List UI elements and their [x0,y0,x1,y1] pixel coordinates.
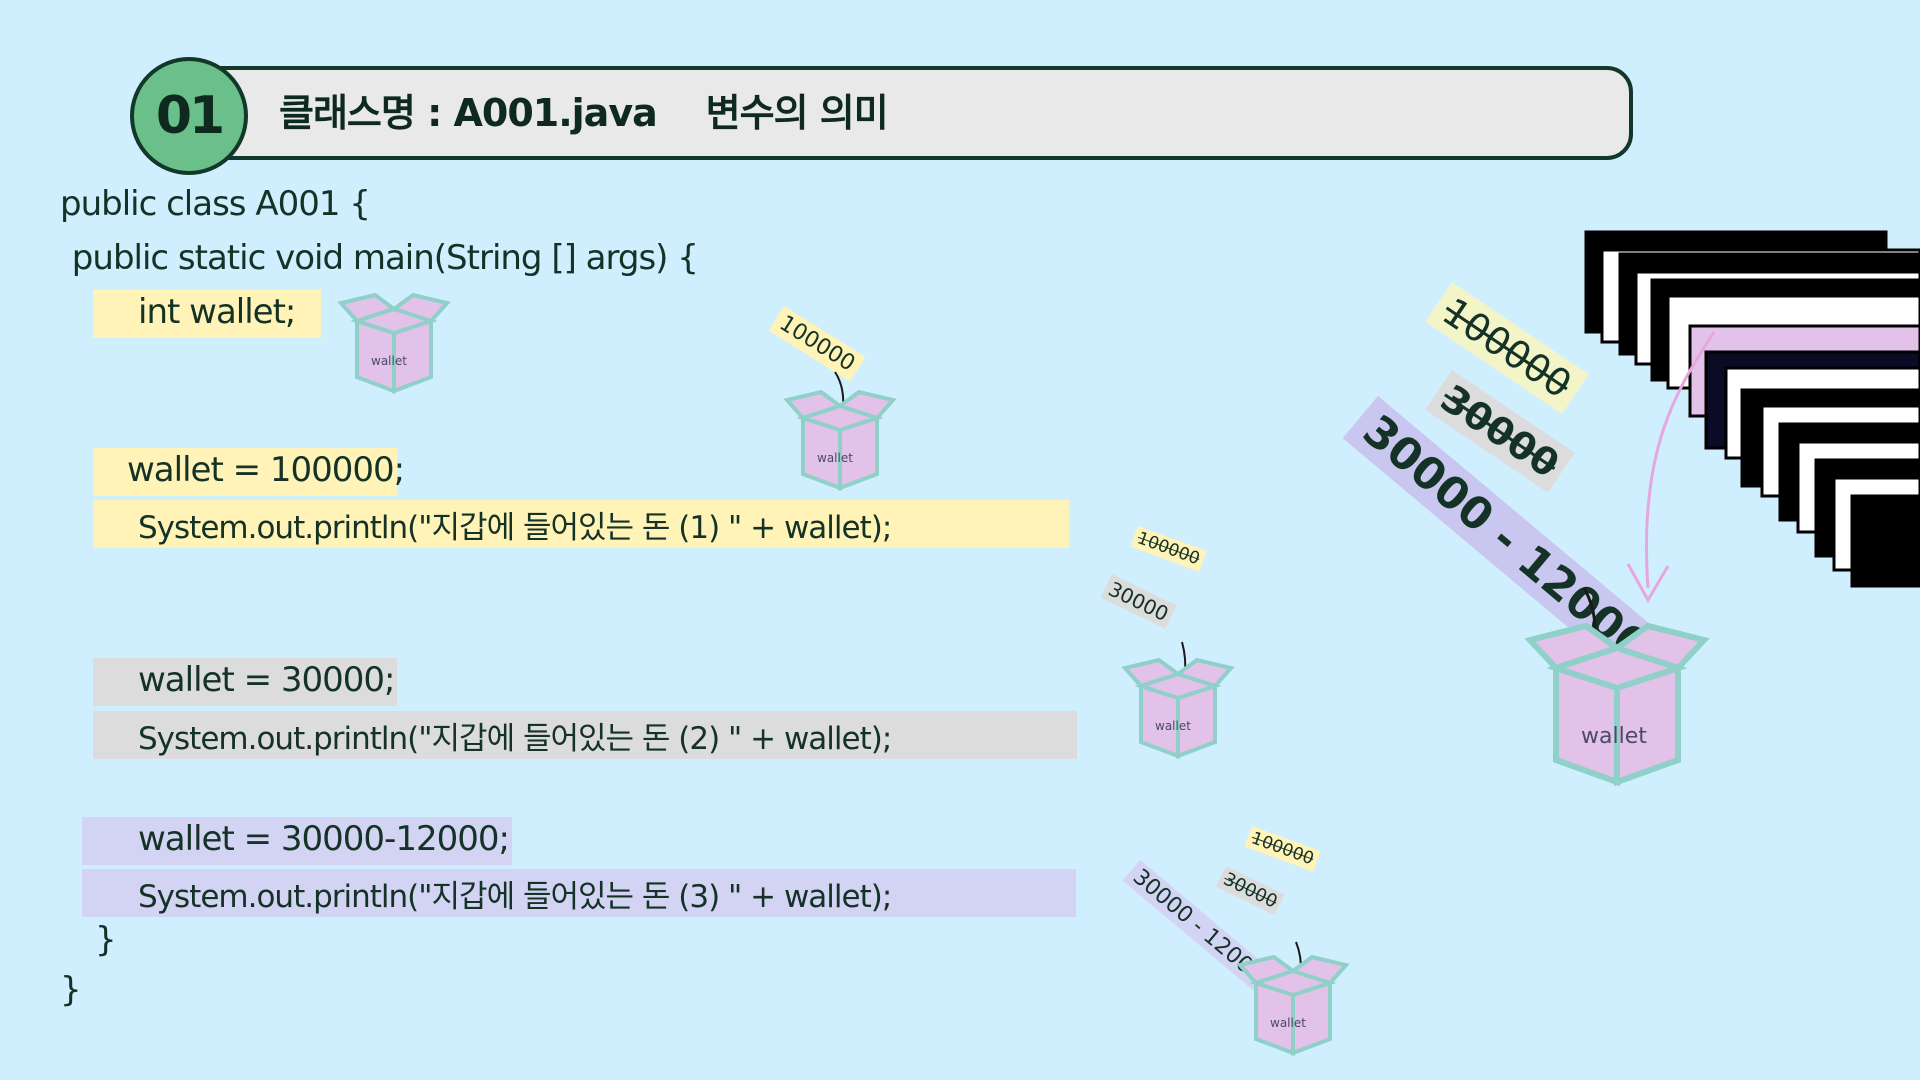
code-line-class: public class A001 { [60,184,371,224]
highlight-declare [93,290,321,338]
section-number: 01 [155,86,225,146]
code-line-assign1: wallet = 100000; [127,450,405,490]
box-label-2: wallet [817,451,853,465]
value-tag-30000-b: 30000 [1100,574,1177,629]
code-line-assign2: wallet = 30000; [138,660,396,700]
value-tag-30000-c: 30000 [1215,866,1285,916]
code-line-assign3: wallet = 30000-12000; [138,819,510,859]
box-label-4: wallet [1270,1016,1306,1030]
box-label-3: wallet [1155,719,1191,733]
box-label-1: wallet [371,354,407,368]
wallet-box-icon-4 [1236,954,1350,1056]
page-title: 클래스명 : A001.java 변수의 의미 [279,91,889,135]
pink-arrow-icon [1626,331,1716,604]
highlight-print1 [93,500,1069,548]
code-line-declare: int wallet; [138,292,296,332]
stacked-layers-illustration [1584,230,1920,588]
value-tag-100000-b: 100000 [1130,526,1207,572]
code-line-print1: System.out.println("지갑에 들어있는 돈 (1) " + w… [138,510,892,546]
highlight-print2 [93,711,1077,759]
highlight-assign3 [82,817,512,865]
code-line-print2: System.out.println("지갑에 들어있는 돈 (2) " + w… [138,721,892,757]
highlight-print3 [82,869,1076,917]
section-number-badge: 01 [130,57,248,175]
value-tag-100000-c: 100000 [1244,826,1321,872]
code-line-print3: System.out.println("지갑에 들어있는 돈 (3) " + w… [138,879,892,915]
code-line-close-inner: } [95,920,117,960]
wallet-box-icon-big [1524,622,1710,787]
code-line-close-outer: } [60,970,82,1010]
highlight-assign2 [93,658,397,706]
box-label-big: wallet [1581,724,1647,749]
highlight-assign1 [93,448,397,496]
wallet-box-icon-2 [783,389,897,491]
title-bar: 클래스명 : A001.java 변수의 의미 [185,66,1633,160]
wallet-box-icon-1 [337,292,451,394]
code-line-main: public static void main(String [] args) … [62,238,699,278]
wallet-box-icon-3 [1121,657,1235,759]
